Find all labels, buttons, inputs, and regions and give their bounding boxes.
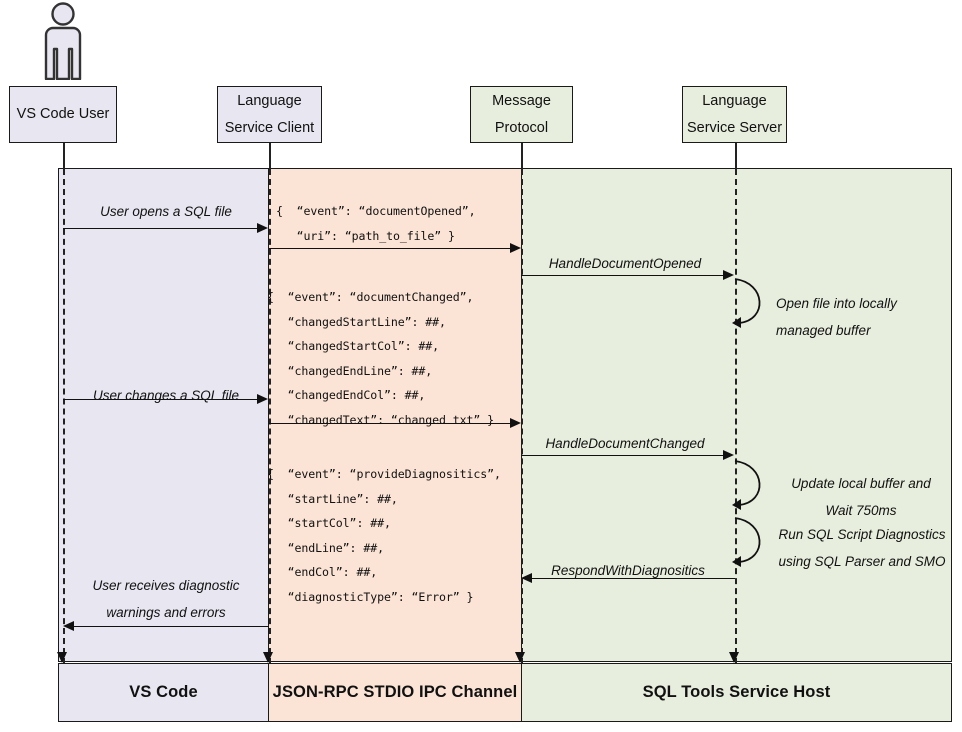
- json-payload-document-changed: { “event”: “documentChanged”, “changedSt…: [267, 285, 494, 432]
- message-arrow-user-opens-sql-file: [63, 228, 259, 229]
- json-line: { “event”: “documentChanged”,: [267, 290, 474, 304]
- message-label-handle-document-opened: HandleDocumentOpened: [548, 256, 702, 271]
- message-label-user-opens-sql-file: User opens a SQL file: [100, 204, 232, 219]
- arrowhead-right: [510, 418, 521, 428]
- participant-header-lang-server[interactable]: Language Service Server: [682, 86, 787, 143]
- json-line: “startLine”: ##,: [267, 491, 398, 506]
- arrowhead-down-message-protocol: [515, 652, 525, 663]
- self-call-arrow-update-buffer: [732, 460, 761, 510]
- lifeline-lang-client: [269, 169, 271, 664]
- message-arrow-handle-document-opened: [521, 275, 724, 276]
- message-arrow-client-to-protocol-changed: [269, 423, 510, 424]
- self-call-label-update-buffer: Update local buffer and Wait 750ms: [776, 470, 946, 524]
- lifeline-lang-server: [735, 169, 737, 664]
- arrowhead-left: [63, 621, 74, 631]
- arrowhead-right: [723, 450, 734, 460]
- json-line: “startCol”: ##,: [267, 516, 391, 530]
- json-line: “changedStartLine”: ##,: [267, 314, 446, 329]
- self-call-label-run-diagnostics: Run SQL Script Diagnostics using SQL Par…: [772, 521, 952, 575]
- self-call-arrow-open-file: [732, 278, 761, 328]
- arrowhead-right: [257, 223, 268, 233]
- message-arrow-user-receives-diagnostics: [74, 626, 269, 627]
- participant-label-line2: Protocol: [494, 119, 549, 136]
- self-call-line2: Wait 750ms: [825, 503, 897, 518]
- message-label-respond-with-diagnostics: RespondWithDiagnositics: [551, 563, 705, 578]
- lifeline-stub-vscode-user: [63, 143, 65, 169]
- message-label-line2: warnings and errors: [106, 605, 226, 620]
- self-call-arrow-run-diagnostics: [732, 517, 761, 567]
- json-line: “changedStartCol”: ##,: [267, 339, 440, 353]
- participant-label-line2: Service Server: [686, 119, 783, 136]
- vs-code-user-figure: [36, 2, 90, 81]
- self-call-line2: managed buffer: [776, 323, 871, 338]
- json-payload-provide-diagnostics: { “event”: “provideDiagnositics”, “start…: [267, 462, 501, 609]
- person-icon: [44, 2, 82, 81]
- json-line: “changedEndCol”: ##,: [267, 388, 426, 402]
- participant-header-message-protocol[interactable]: Message Protocol: [470, 86, 573, 143]
- message-label-handle-document-changed: HandleDocumentChanged: [545, 436, 705, 451]
- message-arrow-client-to-protocol-opened: [269, 248, 510, 249]
- participant-label-line2: Service Client: [224, 119, 315, 136]
- self-call-line1: Run SQL Script Diagnostics: [778, 527, 946, 542]
- participant-header-lang-client[interactable]: Language Service Client: [217, 86, 322, 143]
- self-call-line2: using SQL Parser and SMO: [778, 554, 946, 569]
- json-line: “changedText”: “changed txt” }: [267, 412, 495, 427]
- participant-label-line1: Language: [237, 92, 302, 109]
- json-line: { “event”: “provideDiagnositics”,: [267, 467, 501, 481]
- self-call-line1: Update local buffer and: [791, 476, 931, 491]
- message-label-user-changes-sql-file: User changes a SQL file: [92, 388, 240, 403]
- arrowhead-right: [257, 394, 268, 404]
- participant-label-line1: Message: [492, 92, 551, 109]
- self-call-label-open-file: Open file into locally managed buffer: [776, 290, 897, 344]
- json-line: { “event”: “documentOpened”,: [276, 204, 476, 218]
- arrowhead-down-lang-server: [729, 652, 739, 663]
- json-line: “uri”: “path_to_file” }: [276, 228, 455, 243]
- message-label-line1: User receives diagnostic: [92, 578, 240, 593]
- json-line: “endLine”: ##,: [267, 540, 384, 555]
- json-line: “endCol”: ##,: [267, 565, 378, 579]
- arrowhead-left: [521, 573, 532, 583]
- message-arrow-handle-document-changed: [521, 455, 724, 456]
- arrowhead-down-lang-client: [263, 652, 273, 663]
- arrowhead-down-vscode: [57, 652, 67, 663]
- arrowhead-right: [723, 270, 734, 280]
- message-arrow-respond-with-diagnostics: [532, 578, 735, 579]
- lifeline-stub-lang-server: [735, 143, 737, 169]
- lifeline-vscode-user: [63, 169, 65, 664]
- footer-cell-json-rpc-channel[interactable]: JSON-RPC STDIO IPC Channel: [268, 663, 522, 722]
- arrowhead-right: [510, 243, 521, 253]
- participant-header-vscode-user[interactable]: VS Code User: [9, 86, 117, 143]
- band-ipc: [268, 168, 522, 662]
- self-call-line1: Open file into locally: [776, 296, 897, 311]
- footer-cell-sql-tools-service-host[interactable]: SQL Tools Service Host: [521, 663, 952, 722]
- json-line: “changedEndLine”: ##,: [267, 363, 433, 378]
- lifeline-message-protocol: [521, 169, 523, 664]
- band-vscode: [58, 168, 269, 662]
- lifeline-stub-lang-client: [269, 143, 271, 169]
- participant-label-line1: Language: [702, 92, 767, 109]
- message-label-user-receives-diagnostics: User receives diagnostic warnings and er…: [64, 572, 268, 626]
- footer-cell-vs-code[interactable]: VS Code: [58, 663, 269, 722]
- lifeline-stub-message-protocol: [521, 143, 523, 169]
- message-arrow-user-changes-sql-file: [63, 399, 259, 400]
- json-line: “diagnosticType”: “Error” }: [267, 589, 474, 604]
- participant-label-line1: VS Code User: [16, 106, 110, 123]
- json-payload-document-opened: { “event”: “documentOpened”, “uri”: “pat…: [276, 199, 476, 248]
